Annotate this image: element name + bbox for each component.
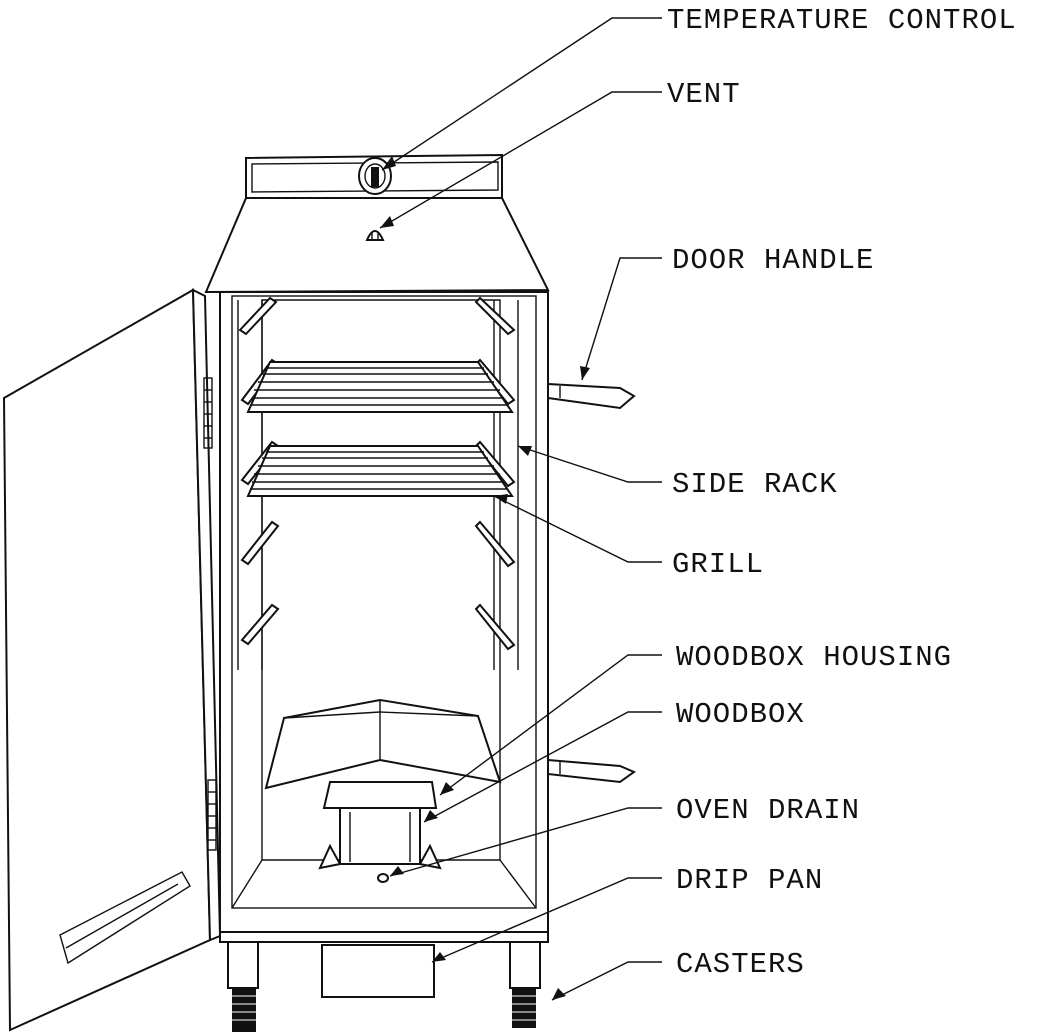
leader-lines [379, 17, 662, 1001]
leader-arrowheads [380, 156, 590, 1000]
vent-icon [365, 230, 385, 241]
label-woodbox: WOODBOX [676, 698, 805, 731]
label-oven-drain: OVEN DRAIN [676, 794, 860, 827]
label-drip-pan: DRIP PAN [676, 864, 823, 897]
side-racks [237, 296, 519, 670]
labels: TEMPERATURE CONTROL VENT DOOR HANDLE SID… [667, 4, 1017, 981]
lower-hinge [207, 779, 217, 851]
door-handle-upper [547, 382, 636, 410]
upper-hinge [203, 377, 213, 449]
woodbox [318, 781, 442, 870]
label-woodbox-housing: WOODBOX HOUSING [676, 641, 952, 674]
label-side-rack: SIDE RACK [672, 468, 838, 501]
grill-upper [246, 361, 514, 413]
label-temperature-control: TEMPERATURE CONTROL [667, 4, 1017, 37]
door-handle-lower [547, 758, 637, 784]
legs [227, 941, 541, 989]
label-casters: CASTERS [676, 948, 805, 981]
oven-drain-icon [377, 873, 389, 883]
grill-lower [246, 445, 514, 497]
top-panel [204, 153, 550, 294]
woodbox-housing [264, 698, 502, 790]
label-vent: VENT [667, 78, 741, 111]
label-door-handle: DOOR HANDLE [672, 244, 874, 277]
knob-pointer-icon [371, 167, 379, 187]
door [2, 288, 222, 1032]
drip-pan [321, 944, 435, 998]
label-grill: GRILL [672, 548, 764, 581]
casters [232, 988, 536, 1032]
